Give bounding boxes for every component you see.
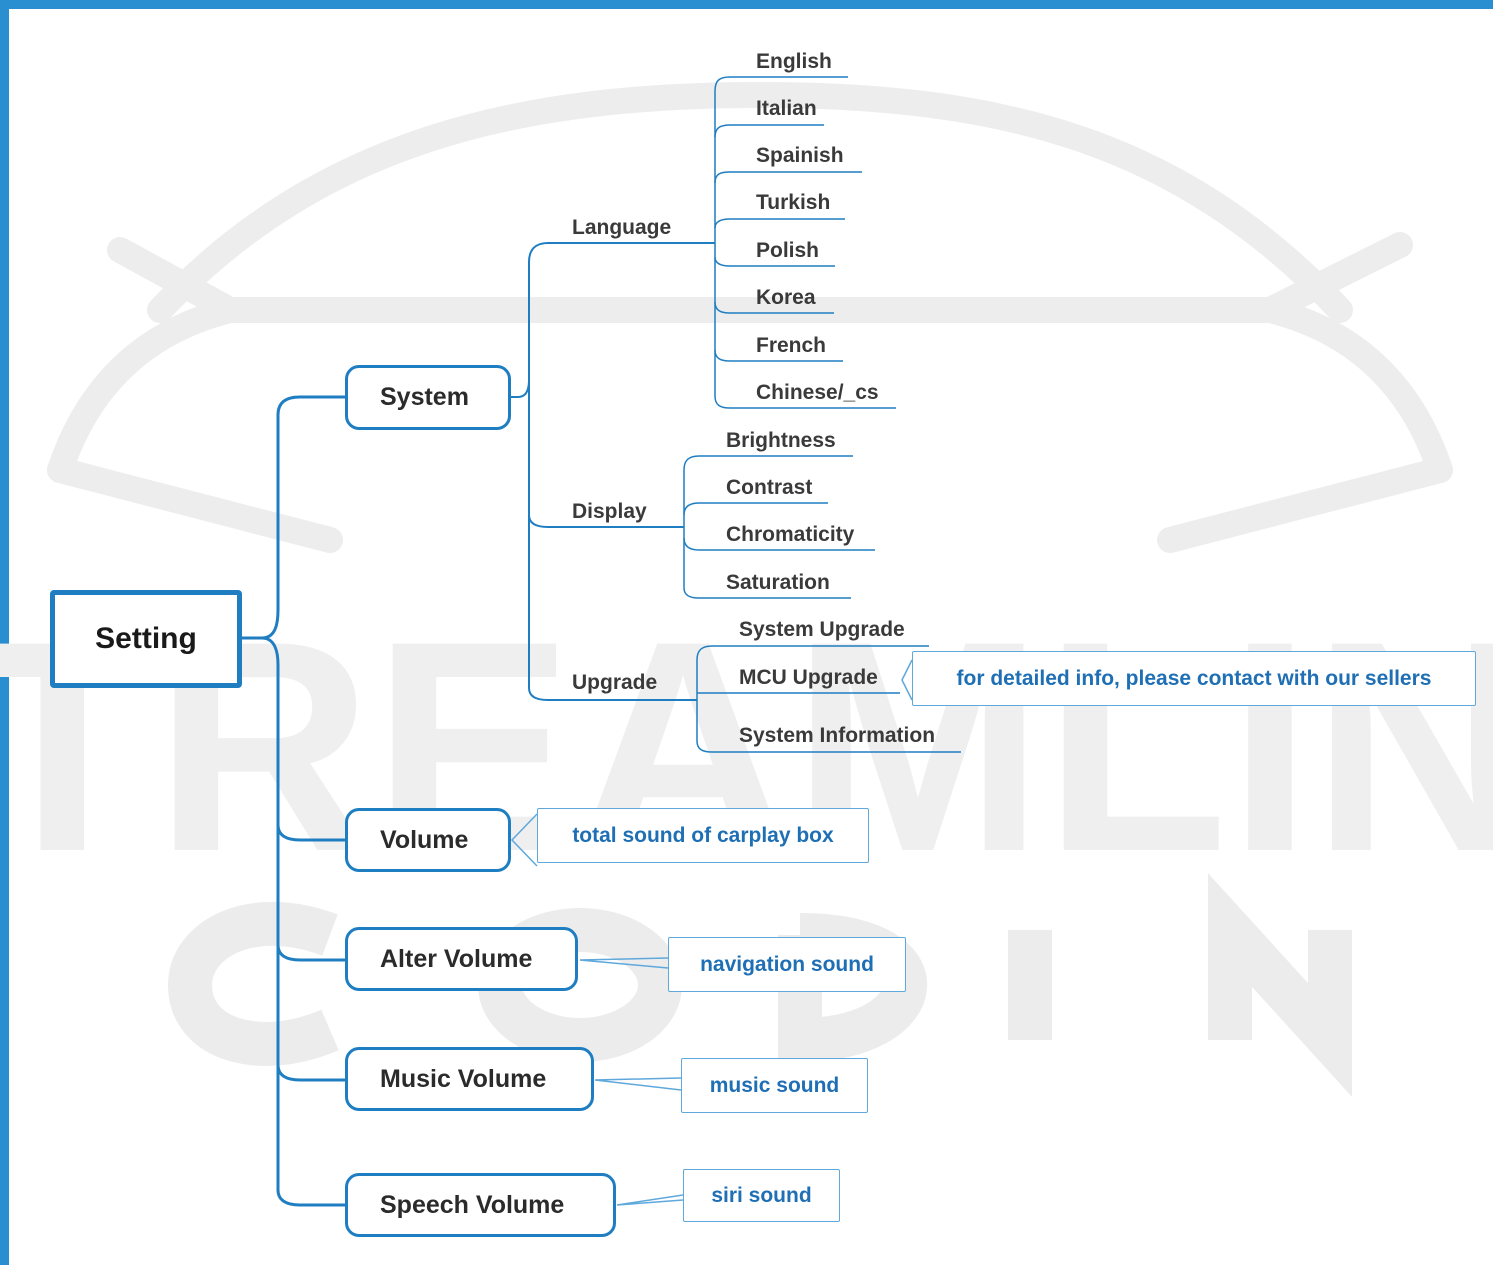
system-label: System bbox=[380, 383, 469, 411]
language-item: French bbox=[756, 334, 827, 357]
speech-volume-note-text: siri sound bbox=[711, 1183, 812, 1207]
upgrade-item: System Information bbox=[739, 724, 936, 747]
upgrade-item: System Upgrade bbox=[739, 618, 905, 641]
upgrade-item: MCU Upgrade bbox=[739, 666, 878, 689]
speech-volume-label: Speech Volume bbox=[380, 1190, 565, 1219]
root-node: Setting bbox=[50, 590, 242, 688]
mcu-note: for detailed info, please contact with o… bbox=[912, 651, 1476, 706]
volume-note: total sound of carplay box bbox=[537, 808, 869, 863]
language-item: English bbox=[756, 50, 832, 73]
upgrade-lines bbox=[696, 645, 961, 753]
upgrade-label: Upgrade bbox=[572, 671, 658, 694]
system-node: System bbox=[345, 365, 511, 430]
speech-volume-node: Speech Volume bbox=[345, 1173, 616, 1237]
volume-node: Volume bbox=[345, 808, 511, 872]
display-item: Contrast bbox=[726, 476, 813, 499]
language-item: Spainish bbox=[756, 144, 844, 167]
language-item: Chinese/_cs bbox=[756, 381, 879, 404]
language-item: Turkish bbox=[756, 191, 831, 214]
display-label: Display bbox=[572, 500, 647, 523]
volume-note-text: total sound of carplay box bbox=[572, 823, 834, 847]
language-item: Polish bbox=[756, 239, 820, 262]
main-branch-lines bbox=[242, 395, 345, 1207]
language-lines bbox=[714, 76, 896, 409]
music-volume-label: Music Volume bbox=[380, 1064, 547, 1093]
display-item: Brightness bbox=[726, 429, 836, 452]
display-item: Saturation bbox=[726, 571, 830, 594]
system-branch-lines bbox=[510, 242, 715, 701]
root-label: Setting bbox=[95, 622, 197, 655]
mcu-note-text: for detailed info, please contact with o… bbox=[956, 666, 1432, 690]
music-volume-note: music sound bbox=[681, 1058, 868, 1113]
volume-label: Volume bbox=[380, 825, 469, 854]
music-volume-node: Music Volume bbox=[345, 1047, 594, 1111]
alter-volume-note-text: navigation sound bbox=[700, 952, 874, 976]
language-item: Korea bbox=[756, 286, 816, 309]
alter-volume-label: Alter Volume bbox=[380, 944, 533, 973]
language-label: Language bbox=[572, 216, 672, 239]
display-lines bbox=[683, 455, 875, 599]
alter-volume-note: navigation sound bbox=[668, 937, 906, 992]
language-item: Italian bbox=[756, 97, 817, 120]
note-callouts bbox=[510, 659, 913, 1206]
speech-volume-note: siri sound bbox=[683, 1169, 840, 1222]
music-volume-note-text: music sound bbox=[709, 1073, 840, 1097]
alter-volume-node: Alter Volume bbox=[345, 927, 578, 991]
display-item: Chromaticity bbox=[726, 523, 855, 546]
